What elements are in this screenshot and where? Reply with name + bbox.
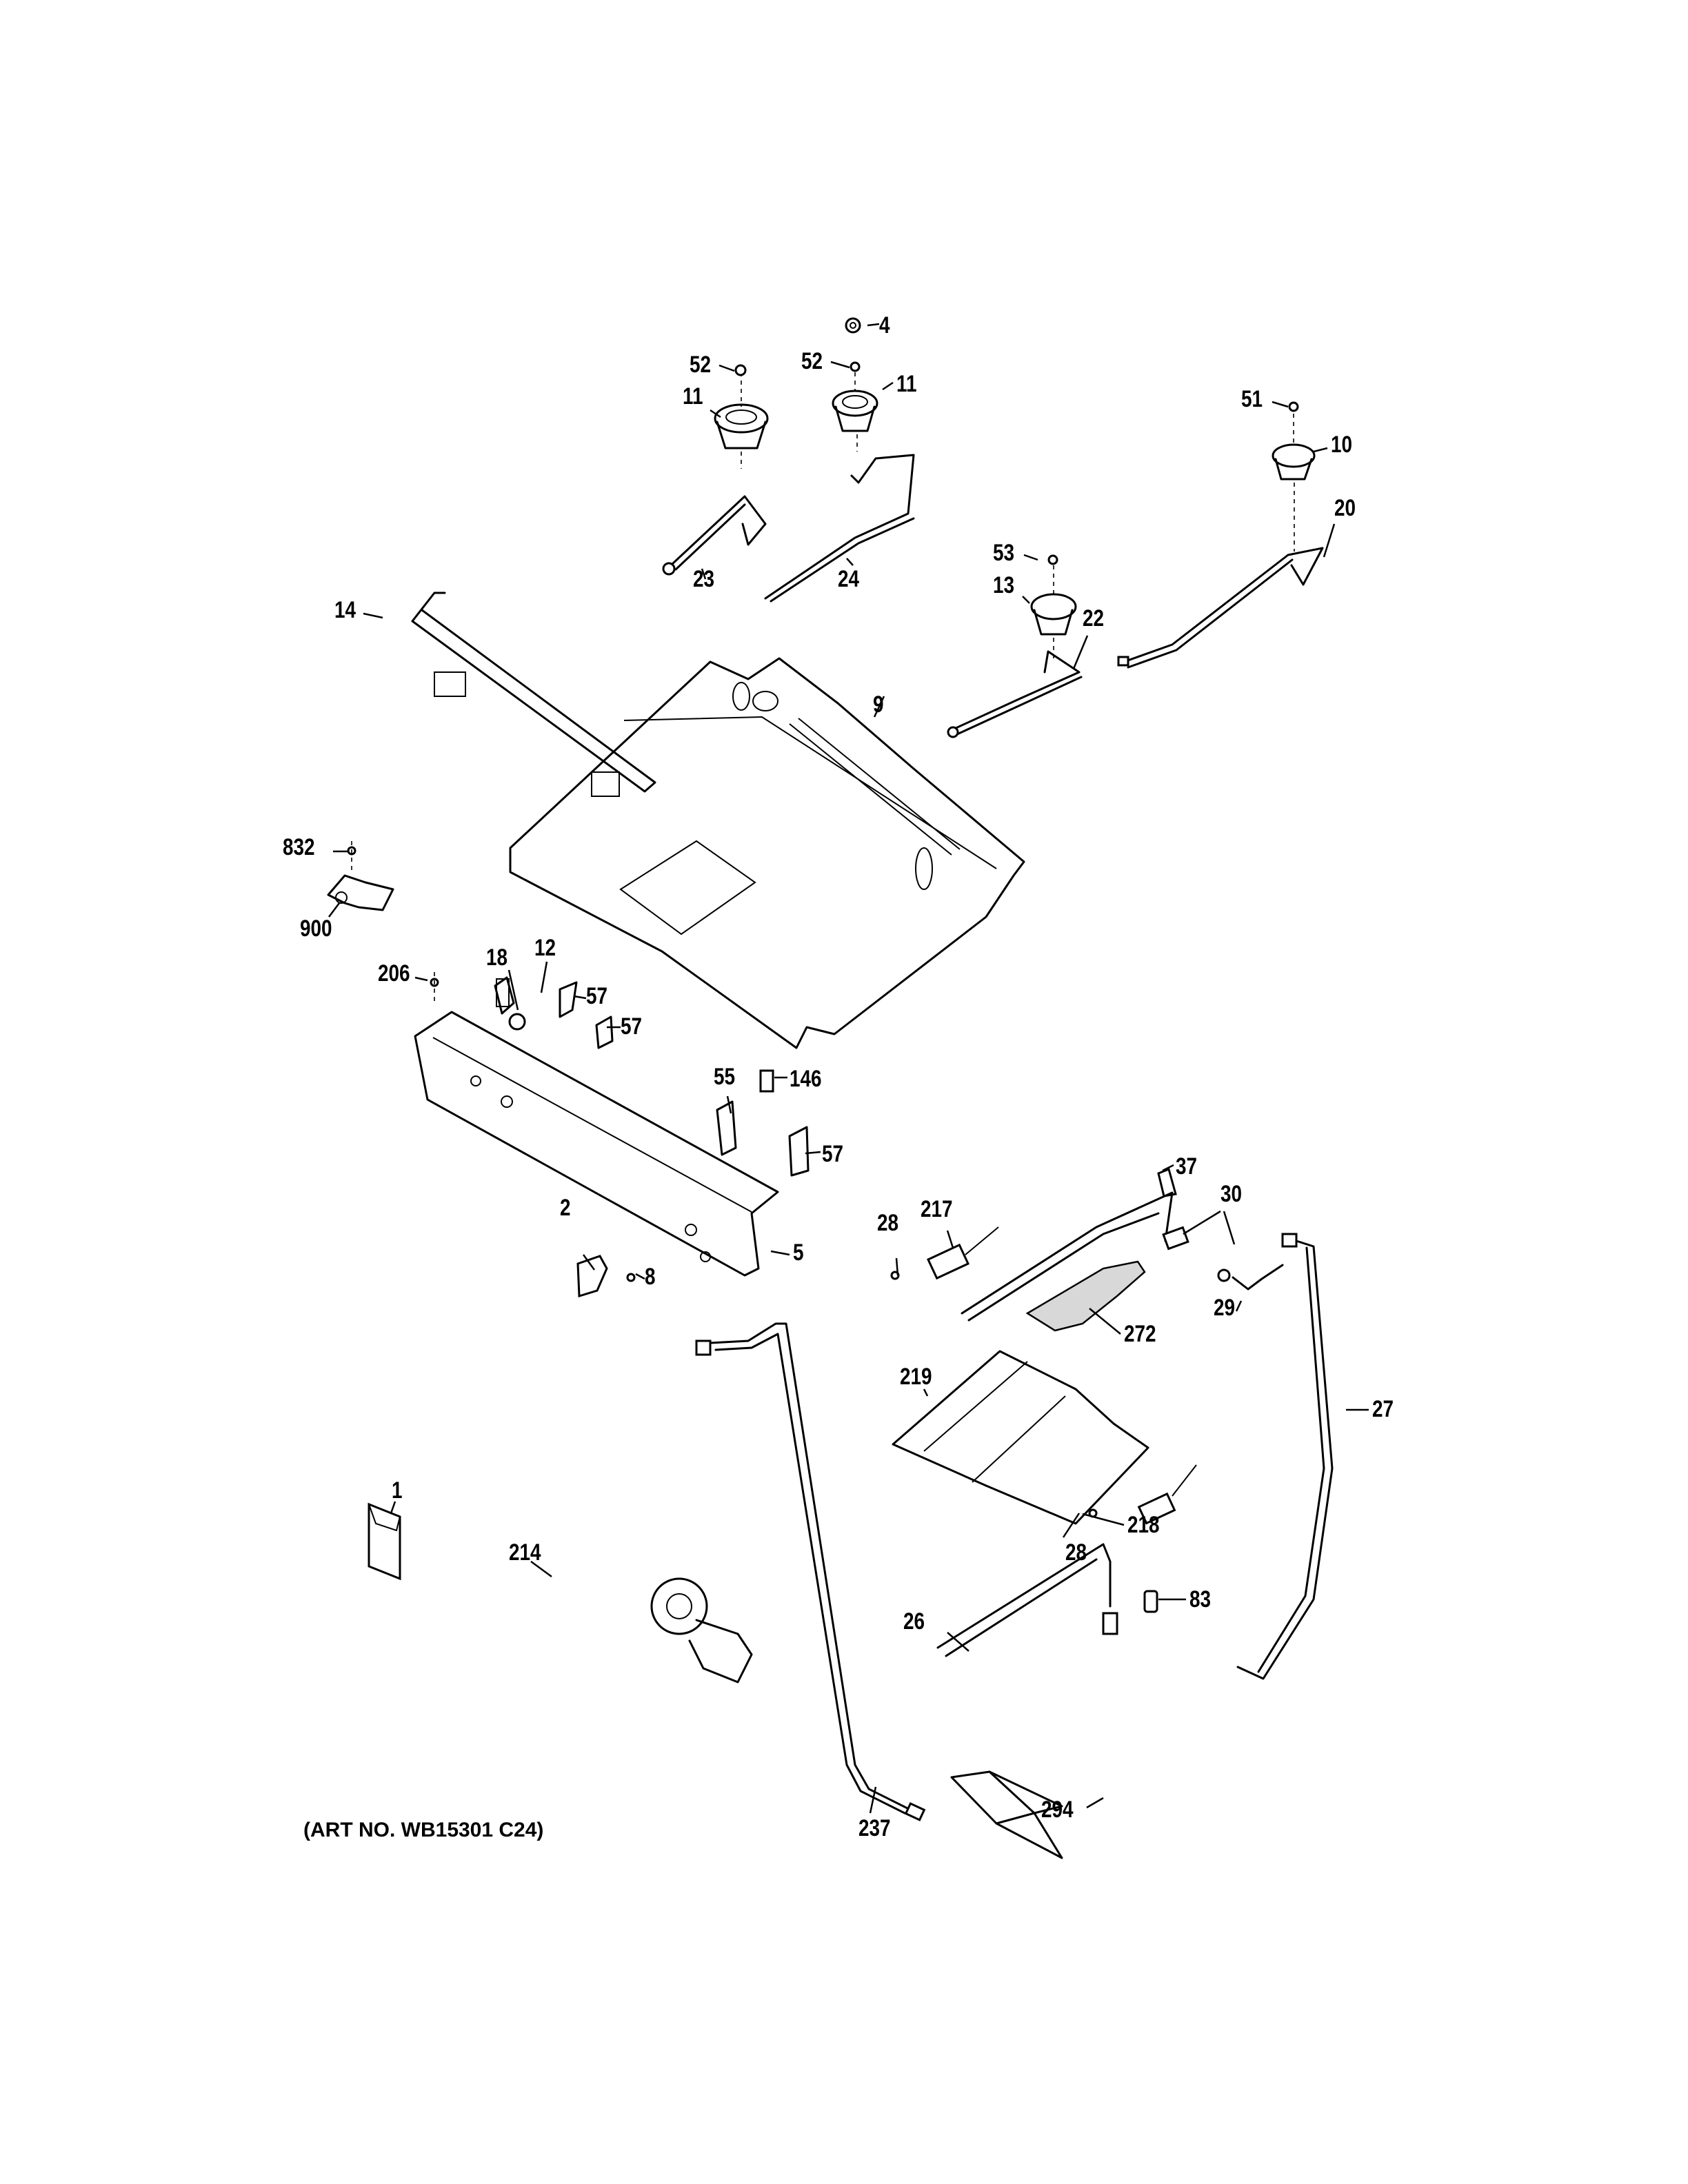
callout-52[interactable]: 52 bbox=[690, 352, 712, 378]
manifold-pipe[interactable] bbox=[411, 592, 656, 797]
burner-head-left[interactable] bbox=[714, 372, 769, 469]
callout-27[interactable]: 27 bbox=[1372, 1396, 1394, 1422]
callout-14[interactable]: 14 bbox=[334, 597, 356, 623]
gas-tube-right[interactable] bbox=[1117, 547, 1324, 669]
orifice-holder[interactable] bbox=[1162, 1226, 1231, 1282]
callout-13[interactable]: 13 bbox=[993, 572, 1015, 598]
callout-2[interactable]: 2 bbox=[560, 1195, 571, 1221]
callout-18[interactable]: 18 bbox=[486, 944, 508, 971]
broil-burner[interactable] bbox=[961, 1191, 1174, 1322]
orifice-right-rear-burner[interactable] bbox=[1288, 401, 1299, 412]
screw[interactable] bbox=[430, 972, 439, 1003]
callout-8[interactable]: 8 bbox=[645, 1264, 656, 1290]
orifice[interactable] bbox=[1143, 1590, 1158, 1613]
burner-box[interactable] bbox=[509, 657, 1025, 1049]
safety-valve[interactable] bbox=[650, 1577, 753, 1684]
callout-28[interactable]: 28 bbox=[1065, 1539, 1087, 1566]
screw[interactable] bbox=[347, 841, 356, 870]
callout-4[interactable]: 4 bbox=[879, 312, 890, 338]
elbow[interactable] bbox=[1232, 1264, 1284, 1291]
callout-218[interactable]: 218 bbox=[1127, 1512, 1160, 1538]
callout-55[interactable]: 55 bbox=[714, 1064, 736, 1090]
callout-294[interactable]: 294 bbox=[1041, 1797, 1074, 1823]
callout-22[interactable]: 22 bbox=[1083, 605, 1105, 631]
callout-28[interactable]: 28 bbox=[877, 1210, 899, 1236]
callout-146[interactable]: 146 bbox=[790, 1066, 822, 1092]
washer[interactable] bbox=[508, 1013, 526, 1031]
callout-900[interactable]: 900 bbox=[300, 916, 332, 942]
callout-37[interactable]: 37 bbox=[1176, 1153, 1198, 1180]
burner-head-right[interactable] bbox=[1272, 414, 1316, 552]
callout-9[interactable]: 9 bbox=[873, 691, 884, 718]
valve[interactable] bbox=[788, 1126, 810, 1177]
valve[interactable] bbox=[559, 981, 578, 1018]
shield[interactable] bbox=[950, 1770, 1063, 1859]
callout-29[interactable]: 29 bbox=[1214, 1295, 1236, 1321]
burner-head-center[interactable] bbox=[832, 372, 878, 452]
callout-57[interactable]: 57 bbox=[822, 1141, 844, 1167]
callout-214[interactable]: 214 bbox=[509, 1539, 541, 1566]
callout-1[interactable]: 1 bbox=[392, 1477, 403, 1504]
igniter[interactable] bbox=[927, 1226, 999, 1280]
flame-spreader[interactable] bbox=[1025, 1260, 1146, 1332]
orifice-right-rear[interactable] bbox=[850, 361, 861, 372]
callout-57[interactable]: 57 bbox=[586, 983, 608, 1009]
baffle[interactable] bbox=[892, 1350, 1149, 1525]
callout-52[interactable]: 52 bbox=[801, 348, 823, 374]
knob[interactable] bbox=[576, 1255, 608, 1298]
callout-24[interactable]: 24 bbox=[838, 566, 860, 592]
gas-tube-center[interactable] bbox=[764, 454, 915, 603]
callout-5[interactable]: 5 bbox=[793, 1240, 804, 1266]
callout-12[interactable]: 12 bbox=[534, 935, 556, 961]
gas-tube-front[interactable] bbox=[947, 650, 1083, 738]
callout-53[interactable]: 53 bbox=[993, 540, 1015, 566]
gas-tube-left[interactable] bbox=[662, 495, 767, 576]
nut[interactable] bbox=[845, 317, 861, 334]
callout-10[interactable]: 10 bbox=[1331, 432, 1353, 458]
callout-26[interactable]: 26 bbox=[903, 1608, 925, 1635]
callout-272[interactable]: 272 bbox=[1124, 1321, 1156, 1347]
gas-tube[interactable] bbox=[695, 1322, 926, 1821]
callout-206[interactable]: 206 bbox=[378, 960, 410, 987]
orifice-front[interactable] bbox=[1047, 554, 1058, 565]
broil-burner[interactable] bbox=[936, 1543, 1118, 1657]
callout-20[interactable]: 20 bbox=[1334, 495, 1356, 521]
callout-51[interactable]: 51 bbox=[1241, 386, 1263, 412]
valve[interactable] bbox=[716, 1100, 737, 1156]
leader-lines bbox=[328, 323, 1369, 1814]
screw[interactable] bbox=[890, 1271, 900, 1280]
literature-envelope[interactable] bbox=[368, 1502, 401, 1581]
callout-11[interactable]: 11 bbox=[896, 371, 917, 397]
valve[interactable] bbox=[595, 1015, 614, 1049]
callout-11[interactable]: 11 bbox=[683, 383, 703, 410]
callout-57[interactable]: 57 bbox=[621, 1013, 643, 1040]
manifold-panel[interactable] bbox=[414, 1011, 779, 1277]
igniter[interactable] bbox=[1137, 1464, 1197, 1525]
callout-23[interactable]: 23 bbox=[693, 566, 715, 592]
callout-237[interactable]: 237 bbox=[858, 1815, 891, 1841]
bracket[interactable] bbox=[327, 874, 394, 911]
callout-832[interactable]: 832 bbox=[283, 834, 315, 860]
burner-head-front[interactable] bbox=[1030, 565, 1077, 662]
callout-83[interactable]: 83 bbox=[1189, 1586, 1212, 1612]
orifice-left-rear[interactable] bbox=[734, 364, 747, 376]
art-number: (ART NO. WB15301 C24) bbox=[303, 1819, 544, 1841]
callout-219[interactable]: 219 bbox=[900, 1364, 932, 1390]
switch[interactable] bbox=[759, 1069, 774, 1093]
bracket[interactable] bbox=[1157, 1167, 1177, 1197]
oven-gas-tube[interactable] bbox=[1236, 1233, 1334, 1680]
callout-30[interactable]: 30 bbox=[1220, 1181, 1243, 1207]
callout-217[interactable]: 217 bbox=[921, 1196, 953, 1222]
screw[interactable] bbox=[626, 1273, 636, 1282]
valve[interactable] bbox=[494, 976, 515, 1015]
